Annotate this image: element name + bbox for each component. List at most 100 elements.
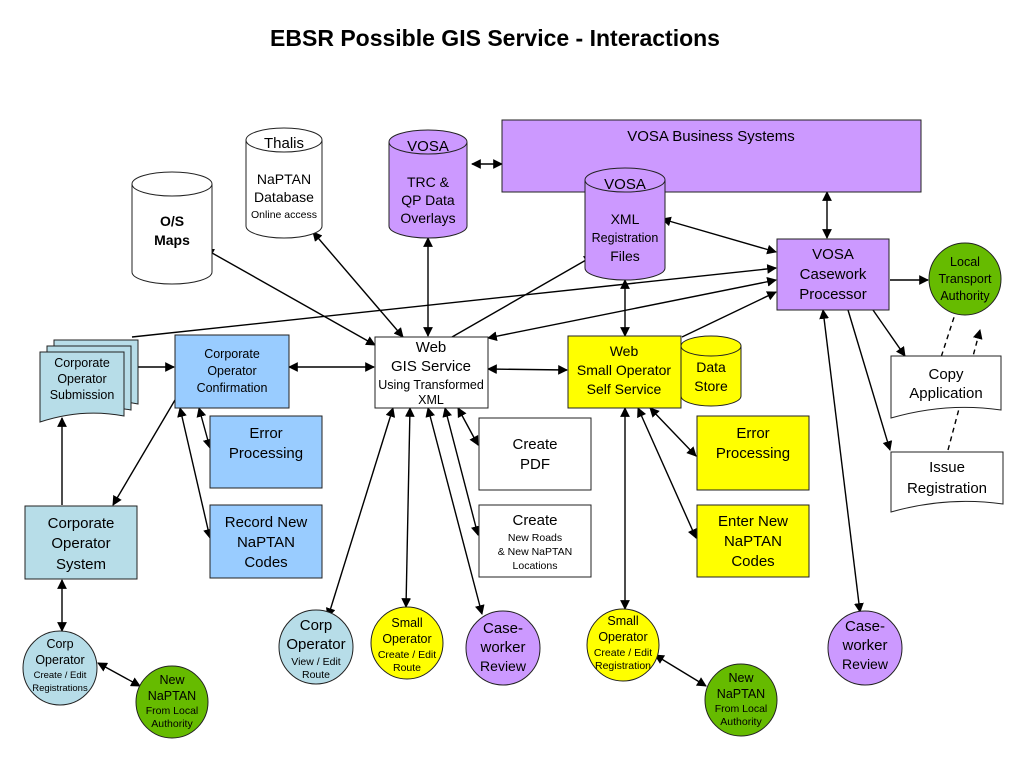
error-processing-left: Error Processing [209,415,323,489]
svg-text:Self Service: Self Service [587,381,662,397]
svg-text:XML: XML [418,393,444,407]
svg-text:Registrations: Registrations [32,683,88,694]
svg-text:Processor: Processor [799,286,867,303]
svg-text:Locations: Locations [513,560,558,572]
svg-text:NaPTAN: NaPTAN [257,171,311,187]
edge-gis-osmaps [204,248,376,346]
svg-text:VOSA Business Systems: VOSA Business Systems [627,128,795,145]
vosa-casework-processor: VOSA Casework Processor [776,238,890,311]
svg-text:Processing: Processing [716,445,790,462]
edge-small-enter [637,407,697,539]
svg-text:Registration: Registration [595,660,651,672]
small-operator-create-edit-route: Small Operator Create / Edit Route [370,606,444,680]
svg-text:Database: Database [254,189,314,205]
new-naptan-left: New NaPTAN From Local Authority [135,665,209,739]
svg-text:Route: Route [302,669,330,681]
svg-text:Web: Web [610,343,639,359]
svg-text:XML: XML [611,211,640,227]
svg-text:From Local: From Local [146,705,199,717]
svg-text:Registration: Registration [592,231,659,245]
svg-text:Transport: Transport [938,272,992,286]
edge-issue-lta-dashed [947,329,983,451]
svg-text:Corp: Corp [46,637,73,651]
svg-text:Registration: Registration [907,480,987,497]
edge-confirmation-system [112,399,176,506]
edge-casework-copy [872,309,906,357]
corporate-operator-confirmation: Corporate Operator Confirmation [174,334,290,409]
vosa-xml-registration-files: VOSA XML Registration Files [584,167,666,281]
svg-text:Operator: Operator [286,636,345,653]
corp-operator-view-edit-route: Corp Operator View / Edit Route [278,609,354,685]
svg-text:Casework: Casework [800,266,867,283]
local-transport-authority: Local Transport Authority [928,242,1002,316]
edge-gis-xml [451,255,594,338]
record-new-naptan-codes: Record New NaPTAN Codes [209,504,323,579]
svg-text:Review: Review [480,658,527,674]
svg-text:Error: Error [249,425,282,442]
svg-text:Corporate: Corporate [48,515,115,532]
caseworker-review-center: Case- worker Review [465,610,541,686]
svg-text:& New NaPTAN: & New NaPTAN [498,546,573,558]
svg-text:Case-: Case- [845,618,885,635]
svg-text:Using Transformed: Using Transformed [378,378,484,392]
edge-casework-caseworker [819,309,864,613]
issue-registration: Issue Registration [890,451,1004,513]
web-gis-service: Web GIS Service Using Transformed XML [374,336,489,409]
page-title: EBSR Possible GIS Service - Interactions [270,25,720,51]
svg-text:Create / Edit: Create / Edit [34,670,87,681]
svg-text:Web: Web [416,339,447,356]
svg-text:Authority: Authority [151,718,193,730]
svg-text:NaPTAN: NaPTAN [148,689,196,703]
svg-text:Files: Files [610,248,640,264]
enter-new-naptan-codes: Enter New NaPTAN Codes [696,504,810,578]
svg-text:Operator: Operator [382,632,431,646]
edge-gis-corpop [325,407,396,618]
svg-text:Create: Create [512,512,557,529]
edge-gis-smallop [401,407,415,608]
svg-text:Error: Error [736,425,769,442]
thalis-database: Thalis NaPTAN Database Online access [245,127,323,239]
corporate-operator-submission: Corporate Operator Submission [39,339,139,423]
svg-text:Operator: Operator [57,372,106,386]
svg-text:Store: Store [694,378,728,394]
svg-text:TRC &: TRC & [407,174,450,190]
corporate-operator-system: Corporate Operator System [24,505,138,580]
svg-text:Create / Edit: Create / Edit [594,647,652,659]
svg-text:Application: Application [909,385,982,402]
data-store: Data Store [680,335,742,407]
svg-text:GIS Service: GIS Service [391,358,471,375]
svg-text:NaPTAN: NaPTAN [724,533,782,550]
svg-text:NaPTAN: NaPTAN [237,534,295,551]
os-maps: O/S Maps [131,171,213,285]
svg-text:Local: Local [950,255,980,269]
svg-text:PDF: PDF [520,456,550,473]
edge-small-casework [681,291,777,338]
small-operator-create-edit-registration: Small Operator Create / Edit Registratio… [586,608,660,682]
edge-confirmation-record [177,407,213,539]
svg-text:Corporate: Corporate [204,347,260,361]
svg-text:Small: Small [391,616,422,630]
svg-text:Corp: Corp [300,617,333,634]
edge-gis-roads [442,407,481,536]
edge-xml-casework [661,216,777,255]
new-naptan-right: New NaPTAN From Local Authority [704,663,778,737]
svg-text:VOSA: VOSA [812,246,854,263]
svg-text:Authority: Authority [720,716,762,728]
svg-text:Copy: Copy [928,366,964,383]
edge-gis-pdf [457,407,479,446]
svg-text:Overlays: Overlays [400,210,455,226]
edge-gis-caseworker [425,407,485,615]
svg-text:Thalis: Thalis [264,135,304,152]
edge-corpop-newnaptan [97,662,141,687]
svg-text:Route: Route [393,662,421,674]
svg-text:Enter New: Enter New [718,513,788,530]
create-pdf: Create PDF [478,417,592,491]
svg-text:Data: Data [696,359,726,375]
svg-text:Record New: Record New [225,514,308,531]
svg-text:View / Edit: View / Edit [291,656,340,668]
error-processing-right: Error Processing [696,415,810,491]
svg-text:Operator: Operator [35,653,84,667]
svg-text:Operator: Operator [598,630,647,644]
svg-text:Confirmation: Confirmation [197,381,268,395]
edge-smallop-newnaptan [654,654,707,687]
